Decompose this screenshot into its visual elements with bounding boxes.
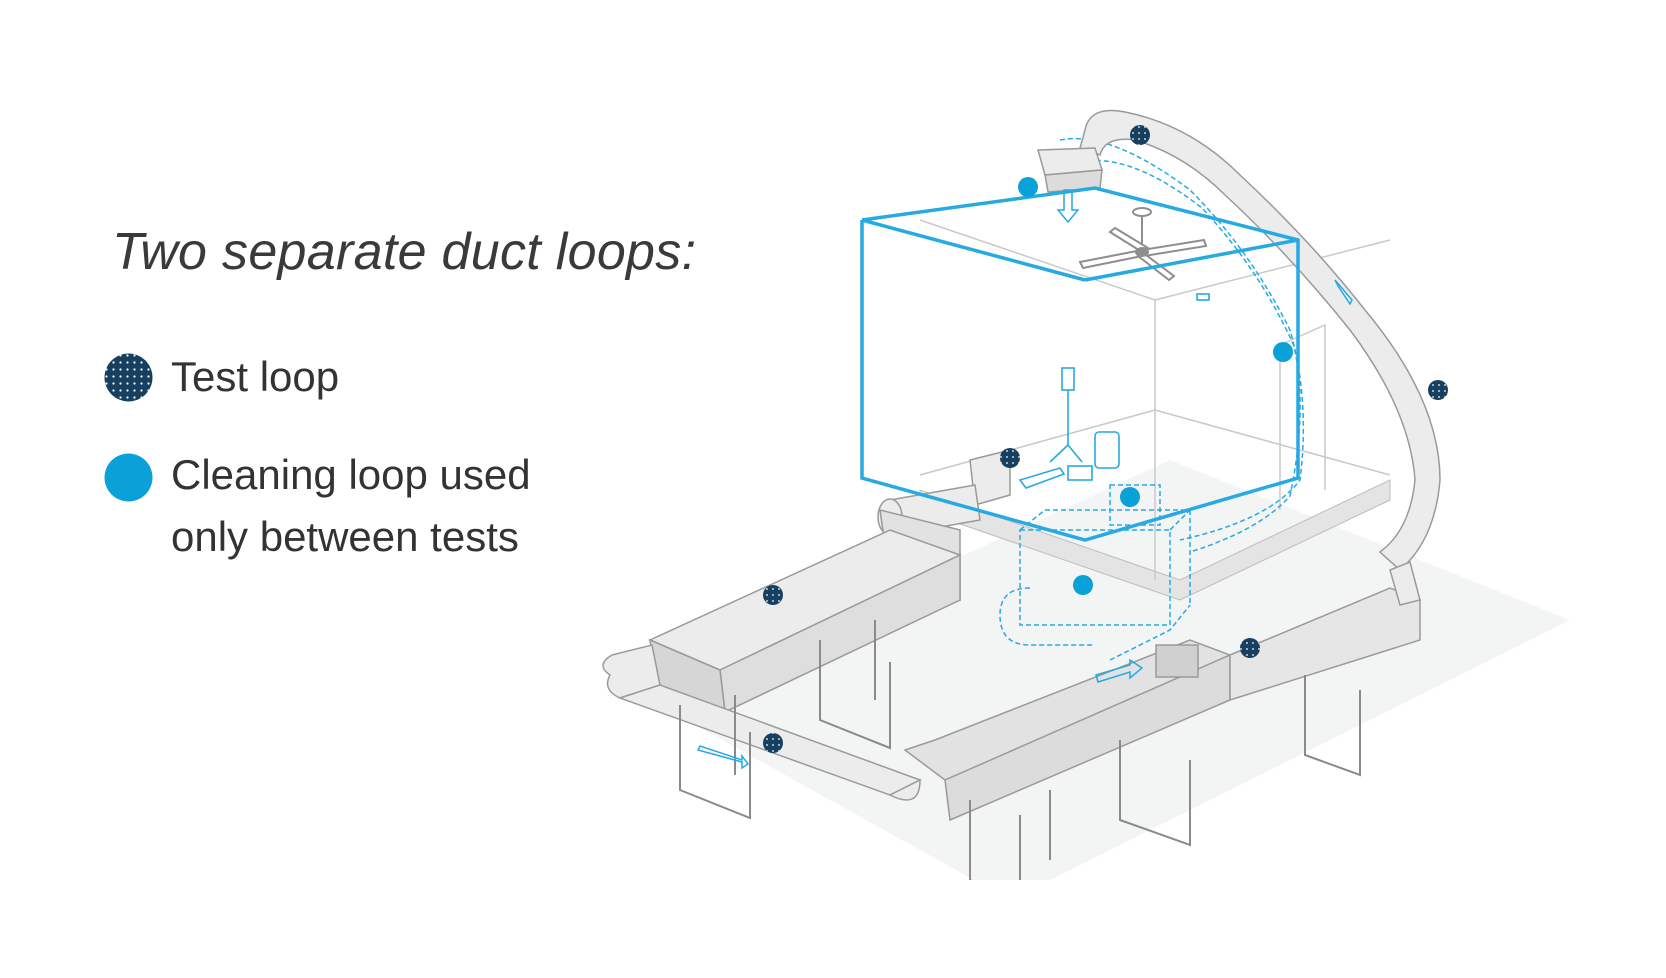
test-loop-marker-icon xyxy=(1428,380,1448,400)
test-chamber-outline xyxy=(860,186,1300,542)
test-loop-marker-icon xyxy=(1240,638,1260,658)
cleaning-loop-marker-icon xyxy=(104,453,153,502)
cleaning-loop-marker-icon xyxy=(1073,575,1093,595)
legend-label-cleaning-loop: Cleaning loop used only between tests xyxy=(171,451,531,560)
legend-title: Two separate duct loops: xyxy=(112,223,697,281)
test-loop-marker-icon xyxy=(763,585,783,605)
cleaning-loop-marker-icon xyxy=(1018,177,1038,197)
flow-arrows xyxy=(696,189,1353,770)
sensor-stand-icon xyxy=(1018,293,1210,489)
test-loop-marker-icon xyxy=(1000,448,1020,468)
test-loop-markers xyxy=(763,125,1448,753)
ceiling-fan-icon xyxy=(1078,207,1208,282)
legend-label-test-loop: Test loop xyxy=(171,353,340,400)
cleaning-loop-marker-icon xyxy=(1273,342,1293,362)
legend: Two separate duct loops: Test loop Clean… xyxy=(0,0,696,600)
chamber-interior xyxy=(919,219,1391,580)
duct-stands xyxy=(679,620,1361,880)
test-loop-marker-icon xyxy=(1130,125,1150,145)
test-loop-marker-icon xyxy=(104,353,153,402)
cleaning-loop-marker-icon xyxy=(1120,487,1140,507)
cleaning-loop-markers xyxy=(1018,177,1293,595)
duct-loop-diagram xyxy=(602,109,1570,880)
test-loop-marker-icon xyxy=(763,733,783,753)
